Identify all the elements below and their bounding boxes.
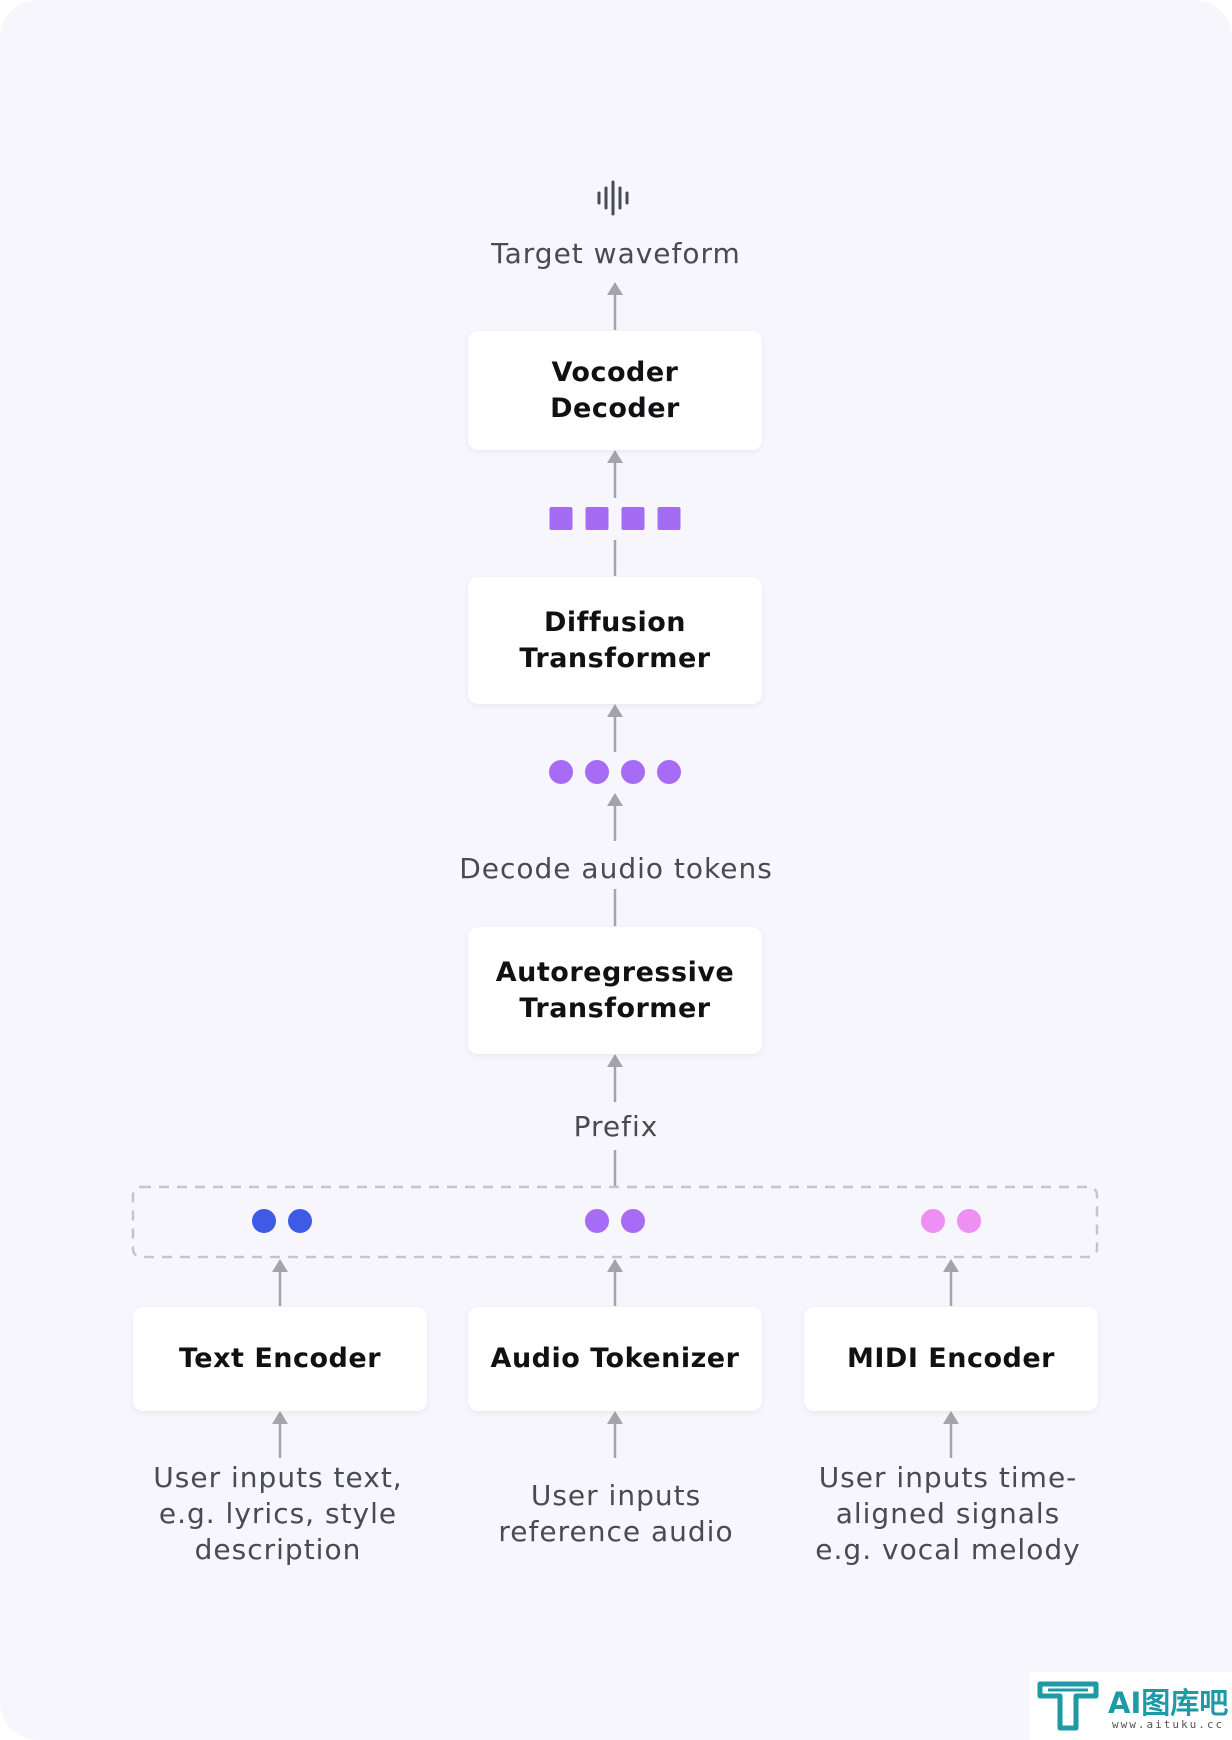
latent-square xyxy=(585,507,609,530)
arrow-audio-input-to-encoder-head xyxy=(607,1411,623,1424)
midi-prefix-token xyxy=(957,1209,981,1233)
arrow-midi-encoder-to-prefix-head xyxy=(943,1259,959,1272)
text-prefix-token xyxy=(252,1209,276,1233)
audio-input-description: User inputs reference audio xyxy=(498,1479,734,1548)
arrow-latents-to-vocoder-head xyxy=(607,450,623,463)
midi-input-description: User inputs time- aligned signals e.g. v… xyxy=(815,1461,1081,1566)
arrow-prefix-label-to-autoregressive-head xyxy=(607,1054,623,1067)
watermark-url: www.aituku.cc xyxy=(1112,1718,1225,1731)
arrow-audio-tokens-to-diffusion-head xyxy=(607,704,623,717)
watermark-logo-icon xyxy=(1037,1681,1099,1731)
arrow-decode-label-to-audio-tokens-head xyxy=(607,793,623,806)
audio-token-dot xyxy=(657,760,681,784)
midi-prefix-token xyxy=(921,1209,945,1233)
arrow-text-encoder-to-prefix-head xyxy=(272,1259,288,1272)
latent-square xyxy=(621,507,645,530)
prefix-token-container xyxy=(131,1185,1099,1259)
watermark-text: AI图库吧 xyxy=(1108,1686,1229,1720)
arrow-midi-input-to-encoder-head xyxy=(943,1411,959,1424)
midi-encoder-block: MIDI Encoder xyxy=(804,1307,1098,1411)
arrow-text-input-to-encoder-head xyxy=(272,1411,288,1424)
latent-square xyxy=(657,507,681,530)
audio-tokenizer-block: Audio Tokenizer xyxy=(468,1307,762,1411)
prefix-label: Prefix xyxy=(573,1110,659,1143)
target-waveform-label: Target waveform xyxy=(491,237,741,270)
decode-audio-tokens-label: Decode audio tokens xyxy=(459,852,773,885)
vocoder-decoder-block: Vocoder Decoder xyxy=(468,331,762,450)
text-encoder-block: Text Encoder xyxy=(133,1307,427,1411)
audio-token-dot xyxy=(585,760,609,784)
text-input-description: User inputs text, e.g. lyrics, style des… xyxy=(153,1461,403,1566)
audio-prefix-token xyxy=(585,1209,609,1233)
audio-prefix-token xyxy=(621,1209,645,1233)
autoregressive-transformer-block: Autoregressive Transformer xyxy=(468,927,762,1054)
audio-token-dot xyxy=(549,760,573,784)
audio-token-dot xyxy=(621,760,645,784)
latent-square xyxy=(549,507,573,530)
waveform-icon xyxy=(597,180,629,216)
arrow-vocoder-to-waveform-head xyxy=(607,282,623,295)
text-prefix-token xyxy=(288,1209,312,1233)
diffusion-transformer-block: Diffusion Transformer xyxy=(468,577,762,704)
arrow-audio-encoder-to-prefix-head xyxy=(607,1259,623,1272)
